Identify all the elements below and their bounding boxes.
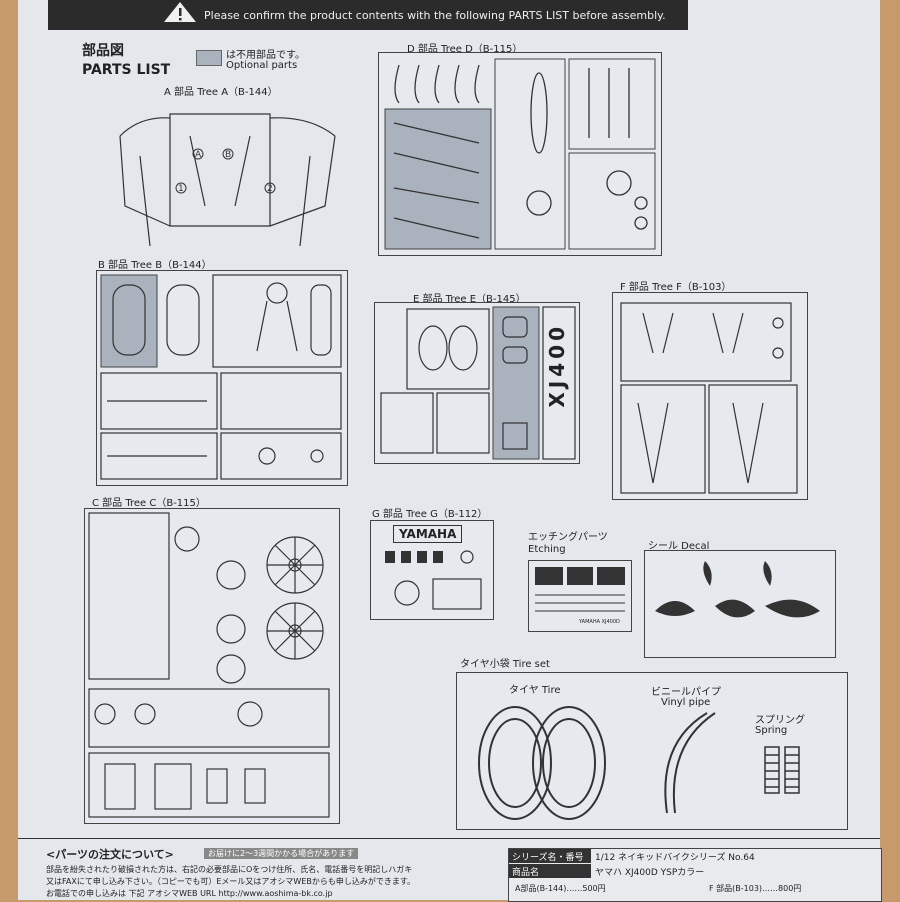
etching-label-en: Etching <box>528 544 566 555</box>
tire-set-label: タイヤ小袋 Tire set <box>460 659 550 670</box>
tree-e-label: E 部品 Tree E（B-145） <box>413 294 526 305</box>
optional-label-jp: は不用部品です。 <box>226 50 305 61</box>
tree-d-label: D 部品 Tree D（B-115） <box>407 44 523 55</box>
order-line-1: 部品を紛失されたり破損された方は、右記の必要部品にOをつけ住所、氏名、電話番号を… <box>46 865 413 874</box>
banner-text: Please confirm the product contents with… <box>204 9 666 22</box>
spring-label-jp: スプリング <box>755 715 805 726</box>
etching-label-jp: エッチングパーツ <box>528 532 608 543</box>
svg-text:1: 1 <box>178 184 184 194</box>
tree-a-frame: A B 1 2 <box>119 113 336 247</box>
etching-plate: YAMAHA XJ400D <box>528 560 632 632</box>
warning-banner: Please confirm the product contents with… <box>48 0 688 30</box>
decal-sheet <box>644 550 836 658</box>
tire-set-box: タイヤ Tire ビニールパイプ Vinyl pipe スプリング Spring <box>456 672 848 830</box>
tree-d-runner <box>378 52 662 256</box>
order-title: <パーツの注文について> <box>46 848 174 861</box>
svg-text:2: 2 <box>267 184 273 194</box>
vinyl-pipe-label-jp: ビニールパイプ <box>651 687 721 698</box>
tree-g-runner: YAMAHA <box>370 520 494 620</box>
tree-e-runner: XJ400 <box>374 302 580 464</box>
series-info-table: シリーズ名・番号 1/12 ネイキッドバイクシリーズ No.64 商品名 ヤマハ… <box>508 848 882 902</box>
order-line-3: お電話での申し込みは 下記 アオシマWEB URL http://www.aos… <box>46 889 333 898</box>
product-head: 商品名 <box>512 868 540 878</box>
tree-c-label: C 部品 Tree C（B-115） <box>92 498 206 509</box>
parts-list-title-en: PARTS LIST <box>82 62 171 78</box>
yamaha-logo-part: YAMAHA <box>393 525 463 543</box>
optional-swatch <box>196 50 222 66</box>
order-note: お届けに2～3週間かかる場合があります <box>204 848 359 859</box>
series-head: シリーズ名・番号 <box>512 853 584 863</box>
tree-a-label: A 部品 Tree A（B-144） <box>164 87 278 98</box>
spring-label-en: Spring <box>755 725 788 736</box>
tree-g-label: G 部品 Tree G（B-112） <box>372 509 488 520</box>
tree-c-runner <box>84 508 340 824</box>
tire-label: タイヤ Tire <box>509 685 561 696</box>
svg-text:B: B <box>225 150 231 160</box>
price-f: F 部品(B-103)……800円 <box>709 884 802 893</box>
tree-b-label: B 部品 Tree B（B-144） <box>98 260 212 271</box>
order-line-2: 又はFAXにて申し込み下さい。（コピーでも可）Eメール又はアオシマWEBからも申… <box>46 877 416 886</box>
price-a: A部品(B-144)……500円 <box>515 884 606 893</box>
etching-plate-text: YAMAHA XJ400D <box>579 619 620 625</box>
tree-f-runner <box>612 292 808 500</box>
parts-list-title-jp: 部品図 <box>82 43 124 59</box>
product-value: ヤマハ XJ400D YSPカラー <box>595 868 705 878</box>
optional-label-en: Optional parts <box>226 60 298 71</box>
vinyl-pipe-label-en: Vinyl pipe <box>661 697 711 708</box>
svg-text:A: A <box>195 150 202 160</box>
decal-label: シール Decal <box>648 541 710 552</box>
warning-triangle-icon <box>164 2 196 22</box>
xj400-plate-text: XJ400 <box>545 323 569 408</box>
tree-f-label: F 部品 Tree F（B-103） <box>620 282 732 293</box>
tree-b-runner <box>96 270 348 486</box>
footer-divider <box>18 838 880 839</box>
series-value: 1/12 ネイキッドバイクシリーズ No.64 <box>595 853 755 863</box>
